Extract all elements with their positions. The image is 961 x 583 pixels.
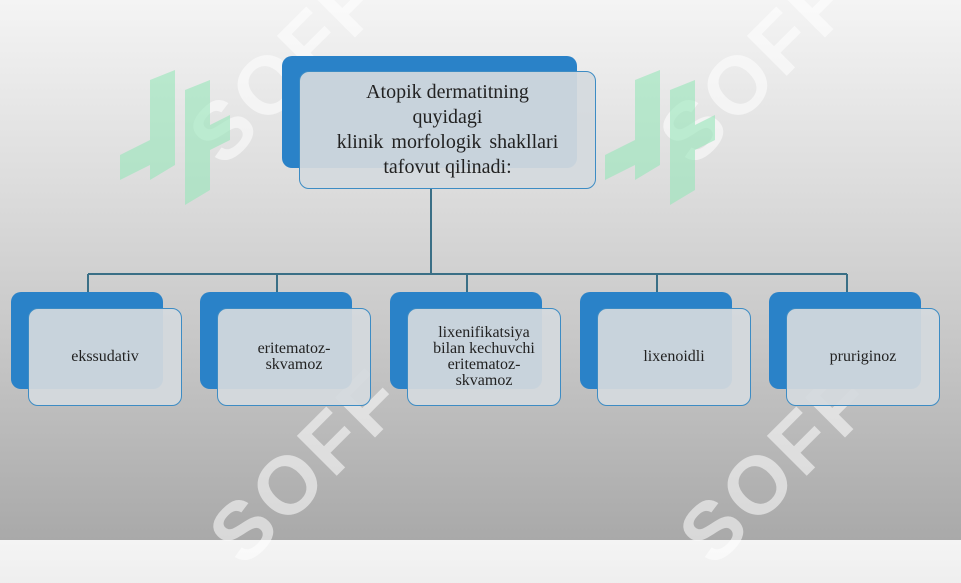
- connector-lines: [87, 189, 848, 293]
- child-label: eritematoz- skvamoz: [257, 340, 331, 373]
- child-label: pruriginoz: [829, 348, 897, 365]
- child-node-box: eritematoz- skvamoz: [217, 308, 371, 406]
- root-line: klinik morfologik shakllari: [336, 131, 559, 153]
- root-node-box: Atopik dermatitning quyidagi klinik morf…: [299, 71, 596, 189]
- child-label: lixenifikatsiya bilan kechuvchi eritemat…: [433, 324, 535, 389]
- child-node-box: pruriginoz: [786, 308, 940, 406]
- root-line: quyidagi: [412, 106, 483, 128]
- child-node-box: lixenifikatsiya bilan kechuvchi eritemat…: [407, 308, 561, 406]
- child-label: lixenoidli: [643, 348, 705, 365]
- child-node-box: lixenoidli: [597, 308, 751, 406]
- child-label: ekssudativ: [71, 348, 139, 365]
- root-line: Atopik dermatitning: [366, 81, 529, 103]
- root-line: tafovut qilinadi:: [383, 156, 512, 178]
- child-node-box: ekssudativ: [28, 308, 182, 406]
